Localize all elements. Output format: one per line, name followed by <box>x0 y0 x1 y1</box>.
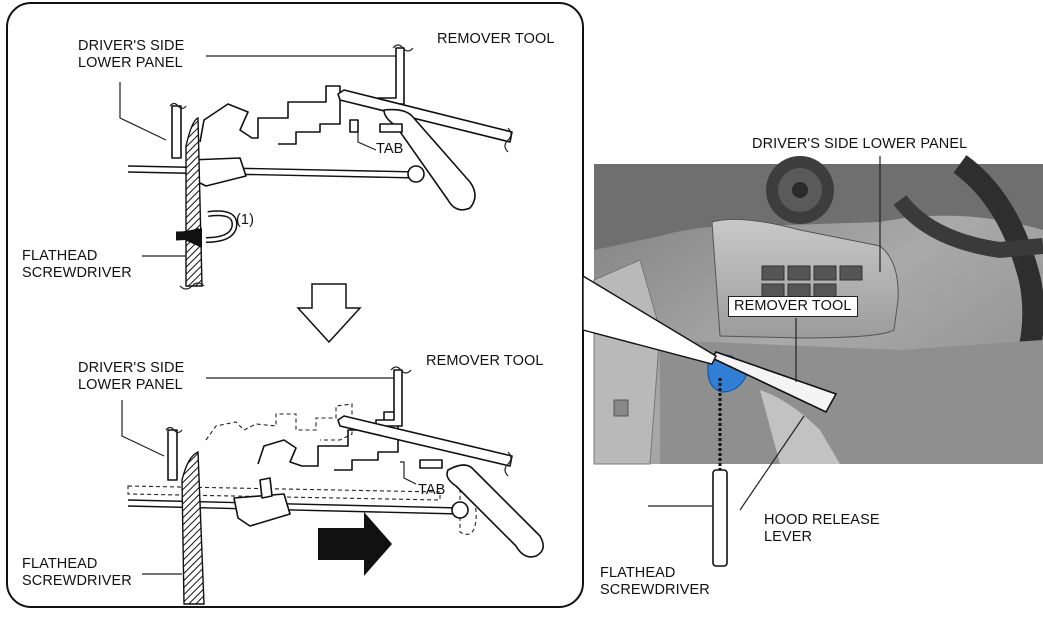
photo-screwdriver-label: FLATHEAD SCREWDRIVER <box>600 565 710 598</box>
top-tab-label: TAB <box>376 141 404 157</box>
rotation-step-label: (1) <box>236 212 255 228</box>
top-panel-label: DRIVER'S SIDE LOWER PANEL <box>78 38 185 71</box>
hood-release-label: HOOD RELEASE LEVER <box>764 512 880 545</box>
bottom-remover-label: REMOVER TOOL <box>426 353 544 369</box>
bottom-tab-label: TAB <box>418 482 446 498</box>
down-arrow-icon <box>296 283 362 344</box>
top-screwdriver-label: FLATHEAD SCREWDRIVER <box>22 248 132 281</box>
top-remover-label: REMOVER TOOL <box>437 31 555 47</box>
photo-panel-label: DRIVER'S SIDE LOWER PANEL <box>752 136 968 152</box>
bottom-diagram <box>121 366 544 605</box>
bottom-panel-label: DRIVER'S SIDE LOWER PANEL <box>78 360 185 393</box>
photo-screwdriver <box>648 378 728 567</box>
vehicle-photo <box>582 155 1043 511</box>
bottom-screwdriver-label: FLATHEAD SCREWDRIVER <box>22 556 132 589</box>
photo-remover-label: REMOVER TOOL <box>728 296 858 317</box>
top-diagram <box>119 44 513 290</box>
push-arrow-icon <box>318 512 392 576</box>
